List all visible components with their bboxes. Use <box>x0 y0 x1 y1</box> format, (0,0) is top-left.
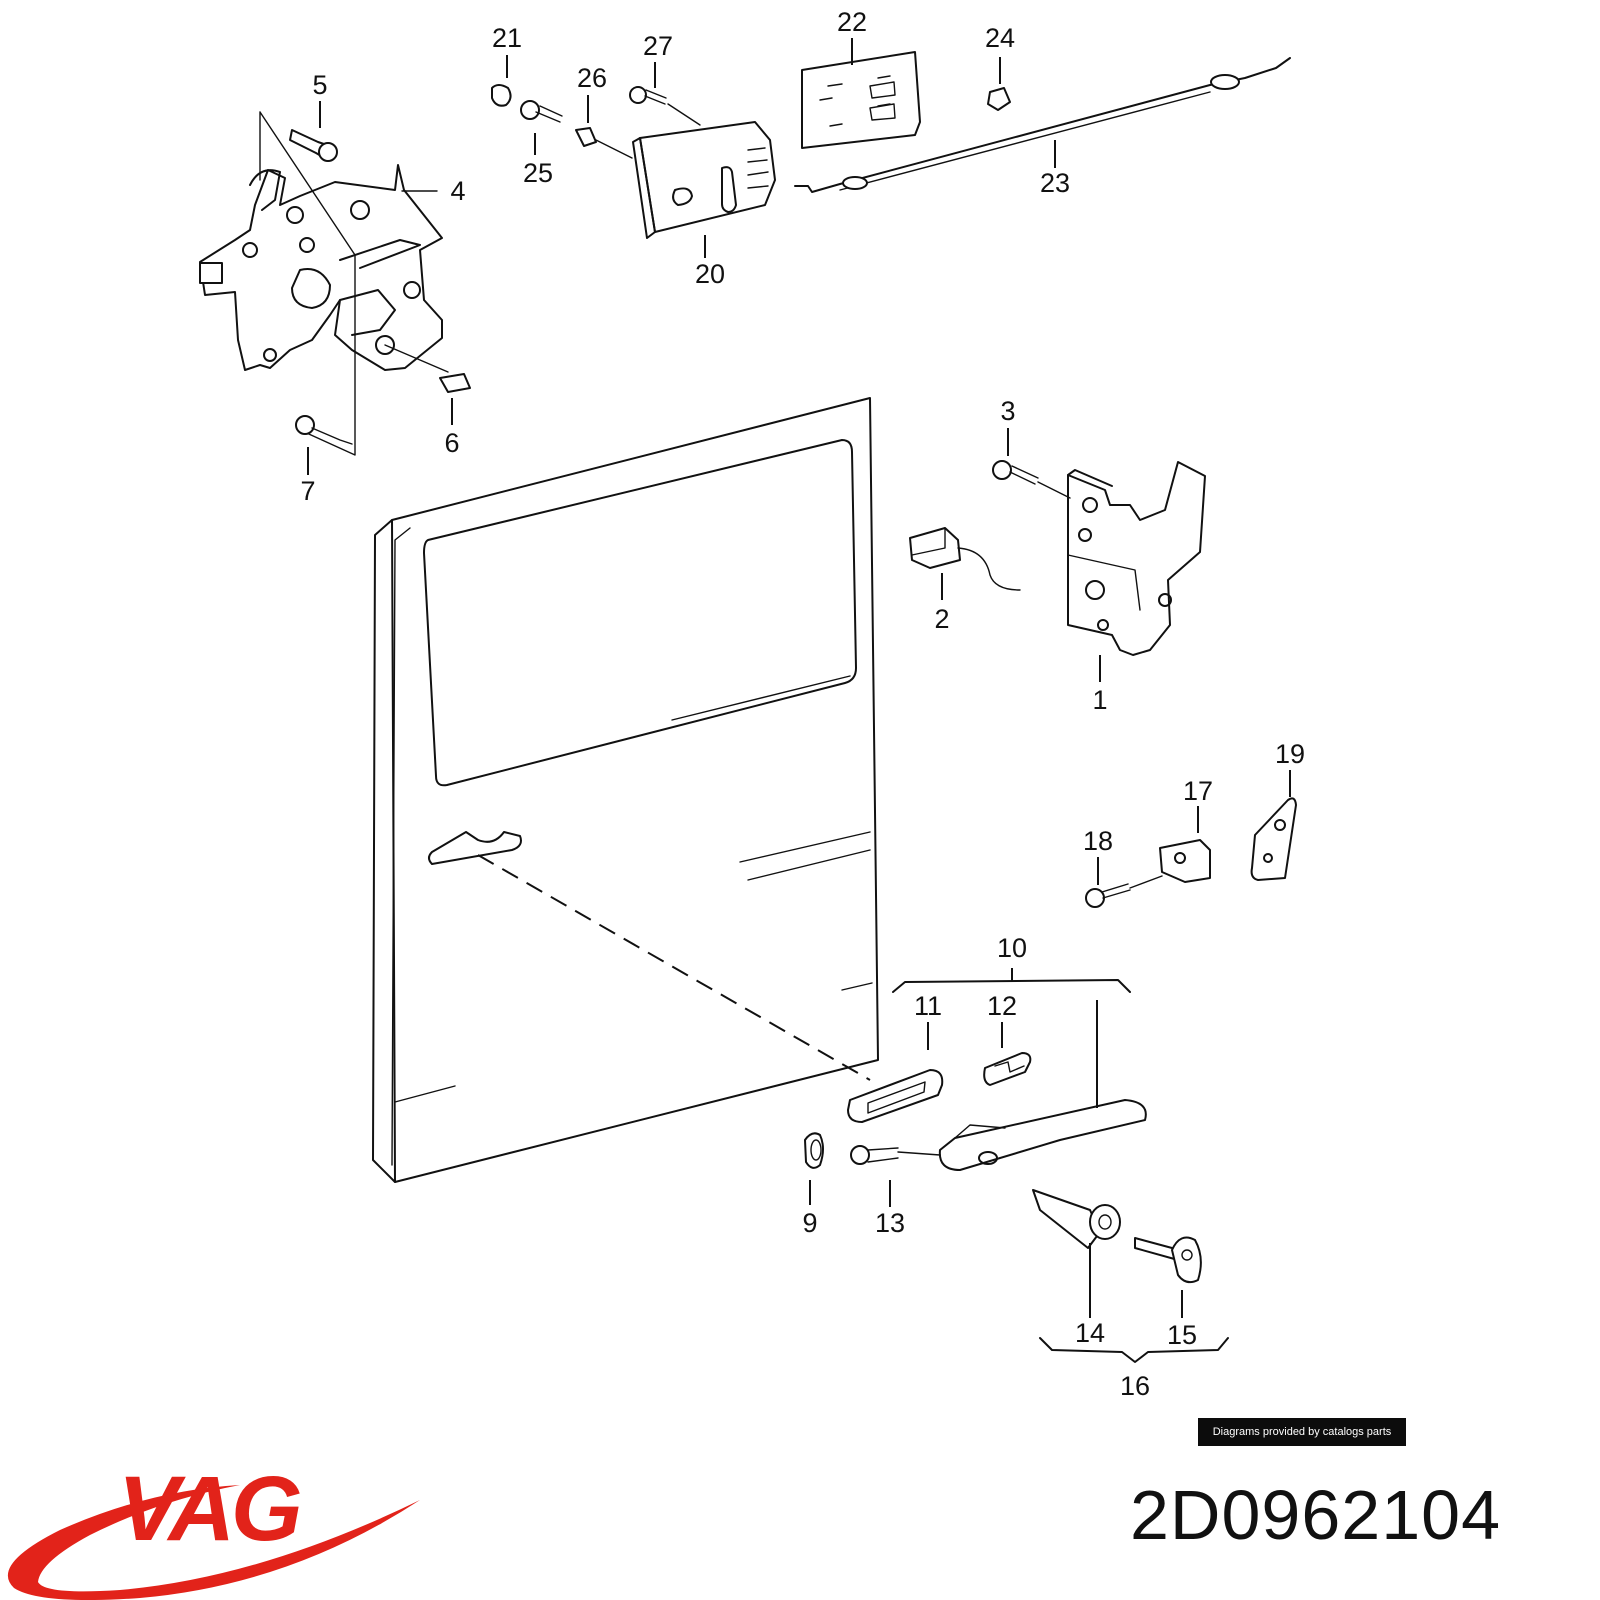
callout-21: 21 <box>492 23 522 53</box>
callout-22: 22 <box>837 7 867 37</box>
callout-17: 17 <box>1183 776 1213 806</box>
callout-18: 18 <box>1083 826 1113 856</box>
diagram-credit: Diagrams provided by catalogs parts <box>1198 1418 1406 1446</box>
brand-name: VAG <box>118 1458 300 1560</box>
callout-16: 16 <box>1120 1371 1150 1401</box>
callout-4: 4 <box>450 176 465 206</box>
part-number: 2D0962104 <box>1130 1476 1501 1554</box>
callout-12: 12 <box>987 991 1017 1021</box>
logo-swoosh-icon <box>8 1485 420 1600</box>
callout-11: 11 <box>914 991 942 1021</box>
callout-27: 27 <box>643 31 673 61</box>
inner-handle-group <box>491 38 1291 258</box>
callout-26: 26 <box>577 63 607 93</box>
callout-7: 7 <box>300 476 315 506</box>
callout-20: 20 <box>695 259 725 289</box>
callout-19: 19 <box>1275 739 1305 769</box>
callout-1: 1 <box>1092 685 1107 715</box>
callout-24: 24 <box>985 23 1015 53</box>
callout-25: 25 <box>523 158 553 188</box>
callout-23: 23 <box>1040 168 1070 198</box>
callout-6: 6 <box>444 428 459 458</box>
rear-lock-mechanism <box>199 101 471 475</box>
callout-14: 14 <box>1075 1318 1105 1348</box>
outer-handle-group <box>804 968 1229 1363</box>
callout-3: 3 <box>1000 396 1015 426</box>
callout-15: 15 <box>1167 1320 1197 1350</box>
callout-5: 5 <box>312 70 327 100</box>
vag-logo: VAG <box>8 1458 420 1600</box>
callout-2: 2 <box>934 604 949 634</box>
sliding-door-panel <box>372 397 879 1183</box>
striker-group <box>1085 770 1297 908</box>
callout-labels: 1 2 3 4 5 6 7 9 10 11 12 13 14 15 16 17 … <box>300 7 1305 1401</box>
callout-10: 10 <box>997 933 1027 963</box>
front-lock-group <box>909 428 1206 682</box>
callout-13: 13 <box>875 1208 905 1238</box>
callout-9: 9 <box>802 1208 817 1238</box>
